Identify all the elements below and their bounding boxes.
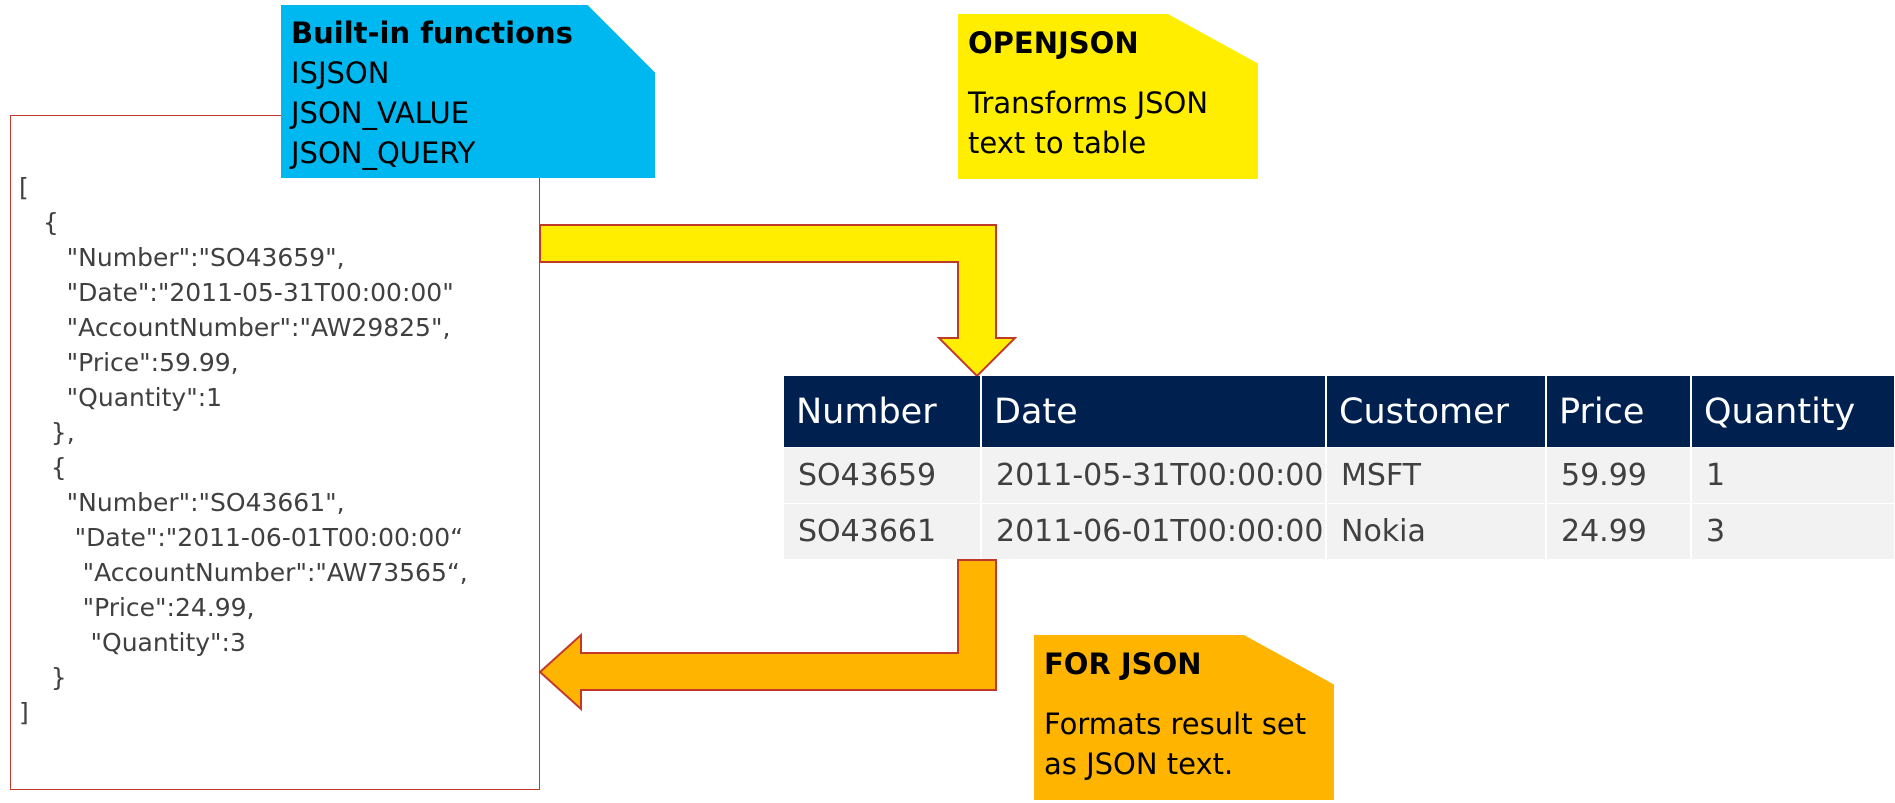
json-line: "Date":"2011-05-31T00:00:00": [19, 278, 454, 307]
builtin-function-item: ISJSON: [291, 56, 390, 90]
json-document-text: [ { "Number":"SO43659", "Date":"2011-05-…: [19, 170, 468, 730]
builtin-function-item: JSON_QUERY: [291, 136, 476, 170]
json-line: "Quantity":1: [19, 383, 223, 412]
column-header: Customer: [1326, 376, 1547, 448]
builtin-functions-note: Built-in functions ISJSON JSON_VALUE JSO…: [281, 5, 655, 178]
table-cell: 3: [1691, 503, 1895, 559]
json-line: "Number":"SO43659",: [19, 243, 345, 272]
column-header: Price: [1546, 376, 1692, 448]
json-document-box: [10, 115, 540, 790]
json-line: {: [19, 453, 67, 482]
table-row: SO43661 2011-06-01T00:00:00 Nokia 24.99 …: [784, 503, 1895, 559]
openjson-note: OPENJSON Transforms JSON text to table: [958, 14, 1258, 179]
column-header: Quantity: [1691, 376, 1895, 448]
table-cell: SO43661: [784, 503, 982, 559]
json-line: {: [19, 208, 59, 237]
result-table: Number Date Customer Price Quantity SO43…: [784, 376, 1895, 559]
table-cell: 24.99: [1546, 503, 1692, 559]
column-header: Number: [784, 376, 982, 448]
json-line: "Date":"2011-06-01T00:00:00“: [19, 523, 464, 552]
forjson-description: Formats result set as JSON text.: [1044, 707, 1307, 781]
json-line: "AccountNumber":"AW73565“,: [19, 558, 468, 587]
openjson-arrow: [539, 224, 1018, 378]
json-line: "Quantity":3: [19, 628, 246, 657]
json-line: },: [19, 418, 75, 447]
forjson-arrow: [538, 559, 997, 712]
forjson-title: FOR JSON: [1044, 647, 1202, 681]
json-line: "Number":"SO43661",: [19, 488, 345, 517]
table-cell: 59.99: [1546, 447, 1692, 504]
json-line: ]: [19, 698, 29, 727]
builtin-function-item: JSON_VALUE: [291, 96, 470, 130]
table-cell: MSFT: [1326, 447, 1547, 504]
forjson-note: FOR JSON Formats result set as JSON text…: [1034, 635, 1334, 800]
json-line: [: [19, 173, 29, 202]
json-line: "Price":24.99,: [19, 593, 255, 622]
table-row: SO43659 2011-05-31T00:00:00 MSFT 59.99 1: [784, 447, 1895, 504]
builtin-functions-title: Built-in functions: [291, 16, 573, 50]
openjson-description: Transforms JSON text to table: [968, 86, 1209, 160]
table-cell: SO43659: [784, 447, 982, 504]
table-cell: Nokia: [1326, 503, 1547, 559]
json-line: "AccountNumber":"AW29825",: [19, 313, 451, 342]
table-cell: 1: [1691, 447, 1895, 504]
table-cell: 2011-06-01T00:00:00: [981, 503, 1327, 559]
table-header-row: Number Date Customer Price Quantity: [784, 376, 1895, 448]
json-line: "Price":59.99,: [19, 348, 239, 377]
column-header: Date: [981, 376, 1327, 448]
json-line: }: [19, 663, 67, 692]
table-cell: 2011-05-31T00:00:00: [981, 447, 1327, 504]
openjson-title: OPENJSON: [968, 26, 1139, 60]
